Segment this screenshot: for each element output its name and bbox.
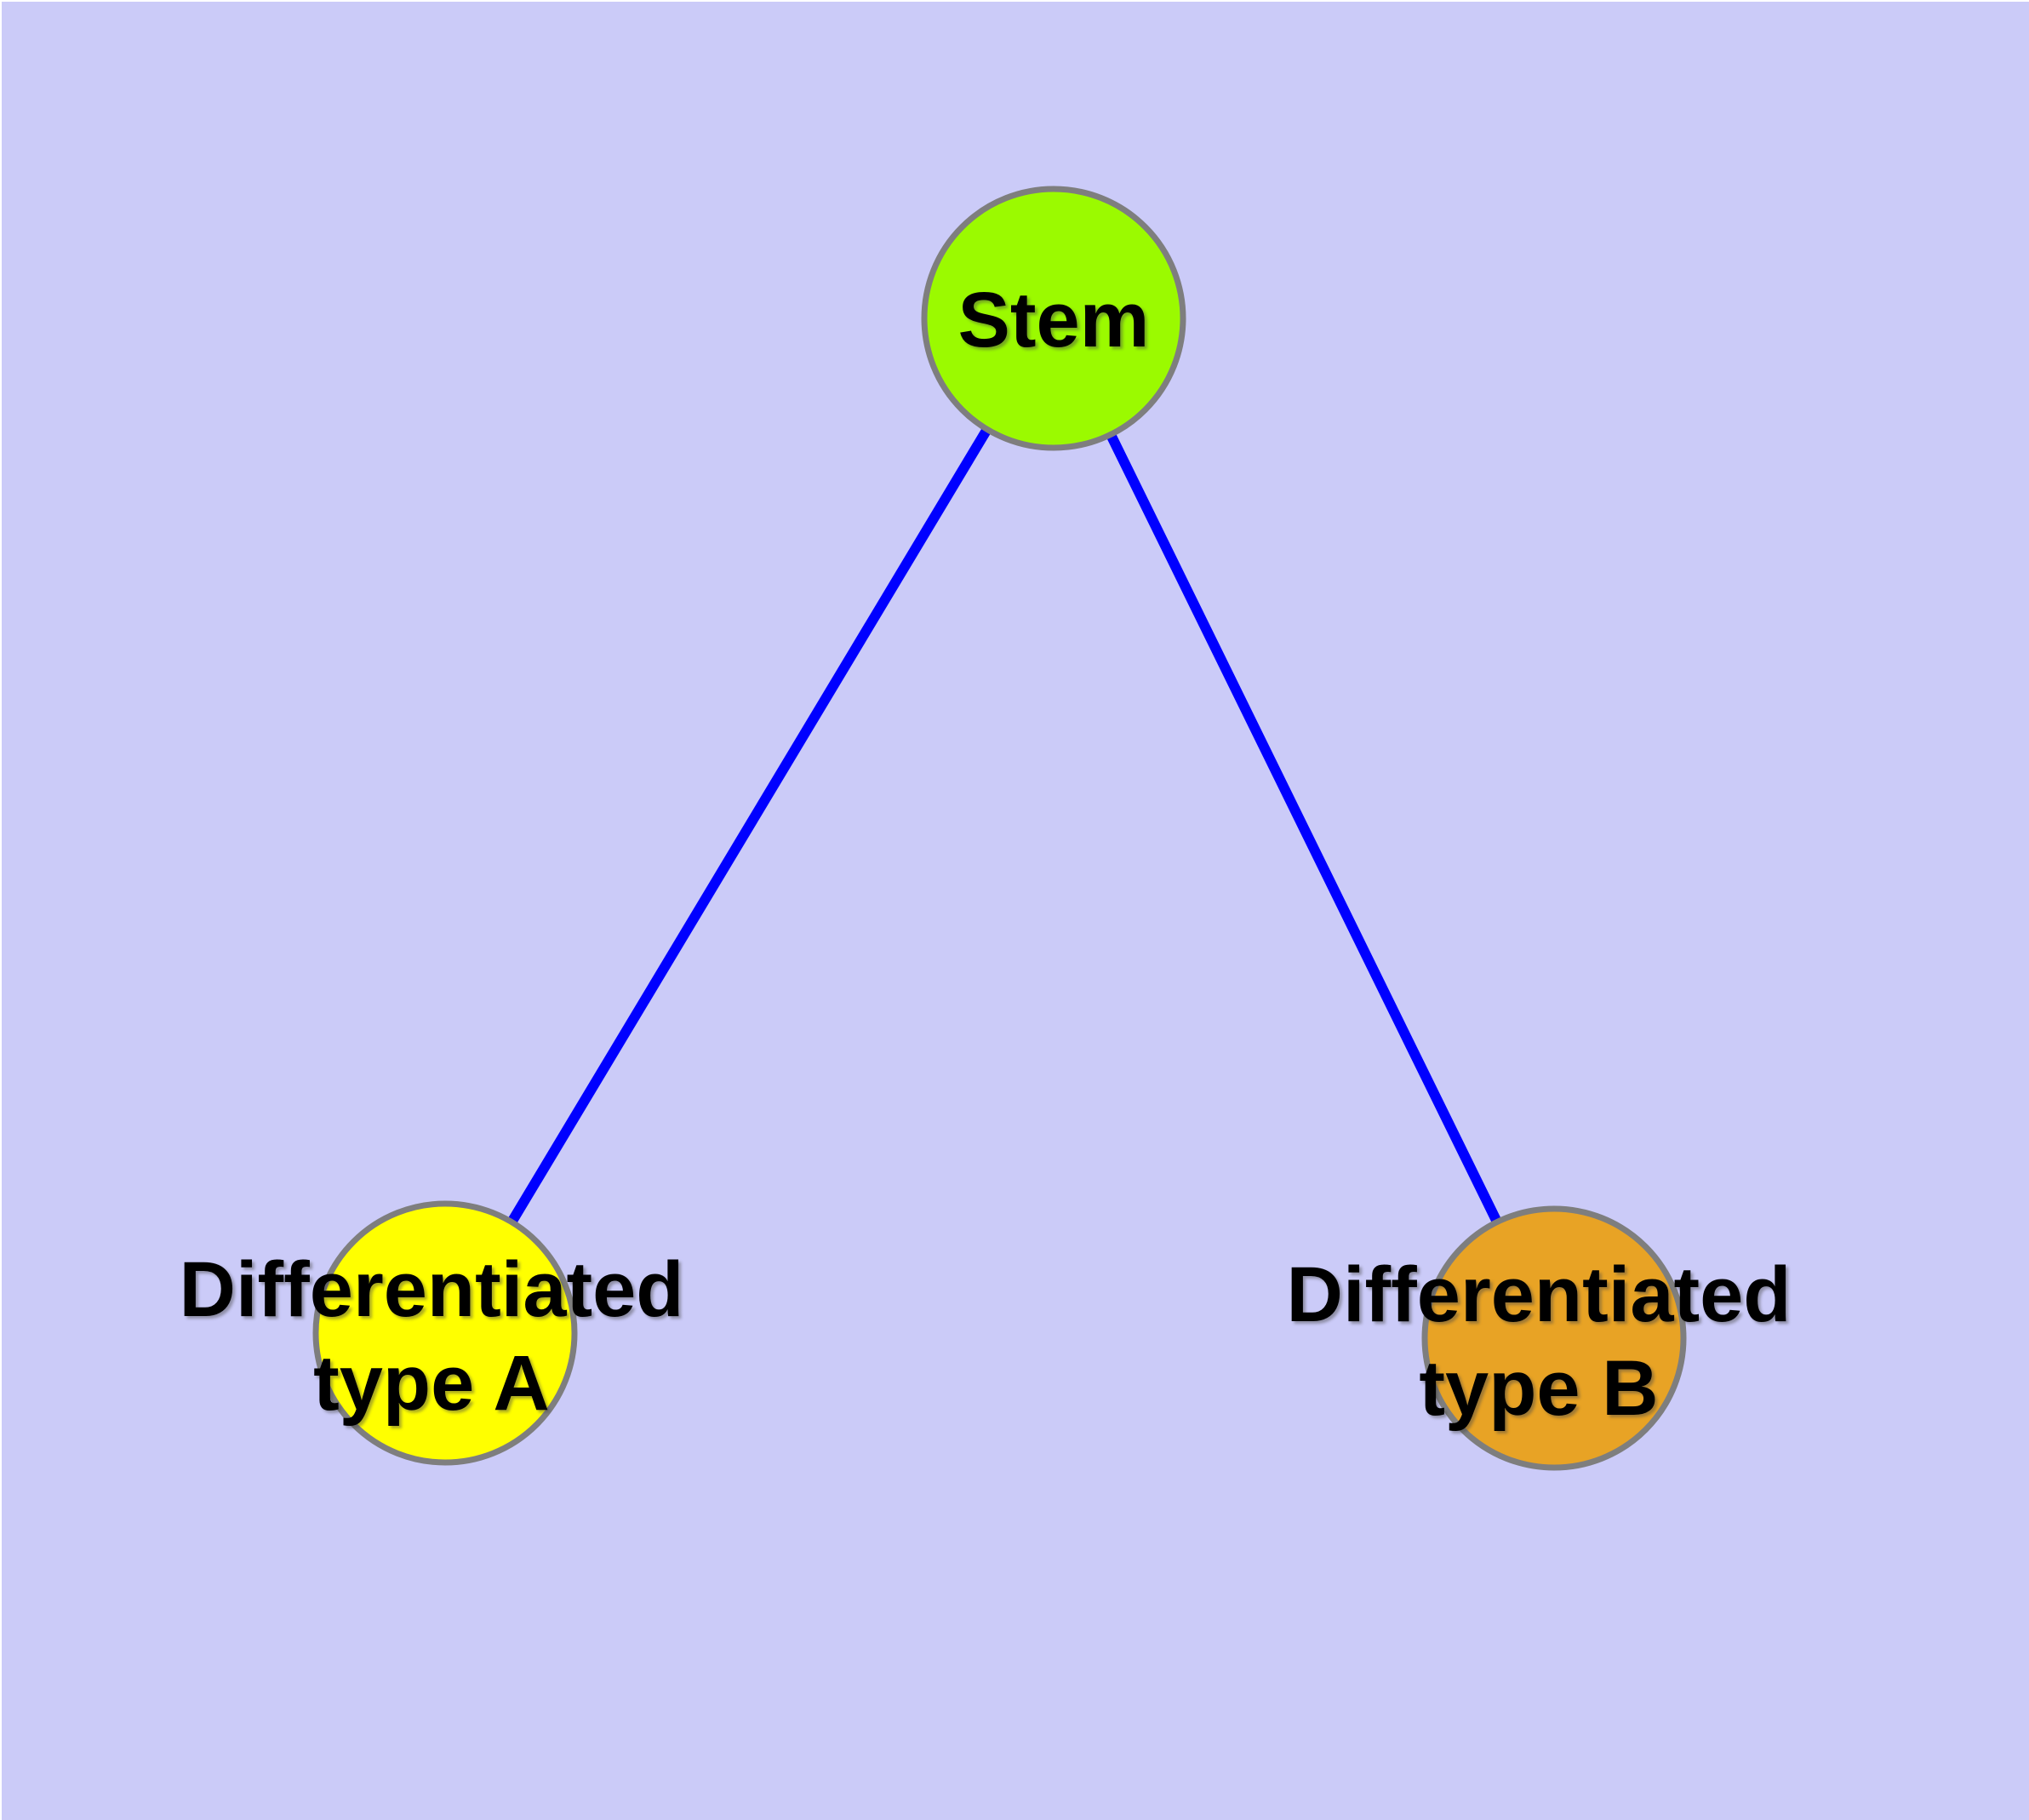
image-edge-left: [0, 0, 2, 1820]
node-stem: [921, 186, 1186, 451]
node-label-line: Differentiated: [179, 1246, 684, 1333]
node-label-line: Differentiated: [1286, 1251, 1792, 1338]
node-differentiated-type-a: [312, 1200, 578, 1466]
image-edge-top: [0, 0, 2029, 2]
node-label-line: type A: [313, 1340, 550, 1427]
node-label-stem: Stem: [958, 273, 1150, 367]
node-label-differentiated-type-a: Differentiated type A: [180, 1243, 684, 1430]
node-label-differentiated-type-b: Differentiated type B: [1287, 1248, 1792, 1435]
node-differentiated-type-b: [1421, 1205, 1687, 1471]
node-label-line: Stem: [957, 277, 1150, 363]
edge-stem-to-type-a: [440, 313, 1059, 1338]
edge-stem-to-type-b: [1049, 313, 1559, 1343]
node-label-line: type B: [1419, 1345, 1659, 1432]
